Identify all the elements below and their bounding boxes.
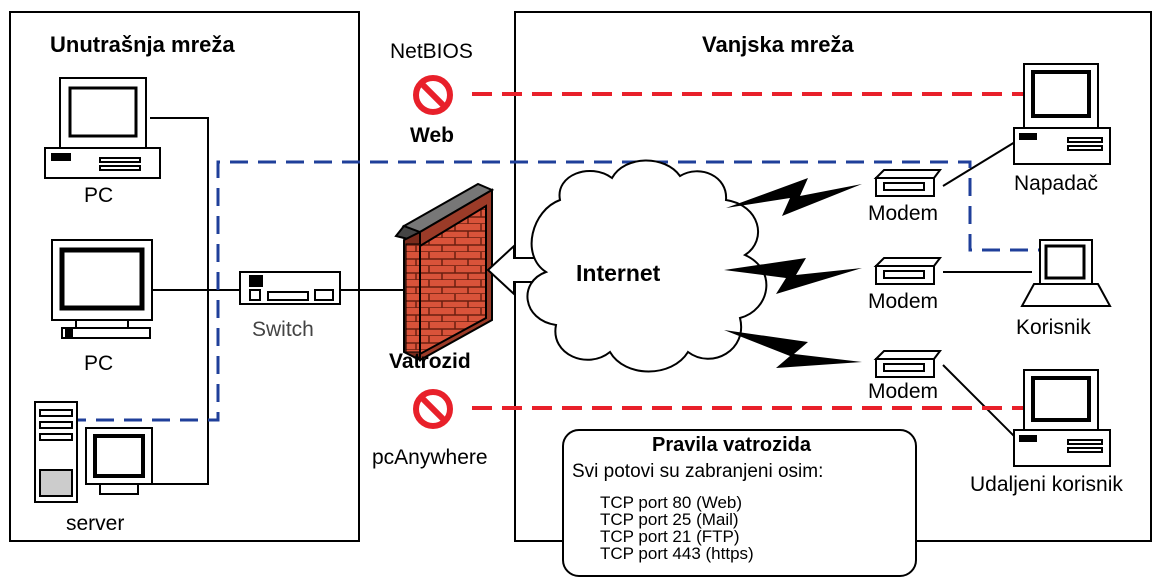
rules-box [562,429,917,577]
external-network-title: Vanjska mreža [702,32,854,57]
firewall-label: Vatrozid [389,350,471,373]
rule-port-item: TCP port 21 (FTP) [600,527,740,546]
remote-user-pc-icon [1013,369,1111,467]
rules-subtitle: Svi potovi su zabranjeni osim: [572,461,824,482]
internet-cloud-icon [526,159,768,373]
rule-port-item: TCP port 80 (Web) [600,493,743,512]
lightning-icon-3 [724,330,862,368]
attacker-pc-icon [1013,63,1111,165]
rule-port-item: TCP port 443 (https) [600,544,754,563]
netbios-label: NetBIOS [390,40,473,63]
pc-icon-1 [44,77,161,179]
switch-label: Switch [252,318,314,341]
modem1-label: Modem [868,202,939,225]
internal-network-title: Unutrašnja mreža [50,32,235,57]
user-label: Korisnik [1016,316,1091,339]
pc2-label: PC [84,352,114,375]
no-entry-icon-bottom [413,389,453,429]
blocked-connections [472,92,1032,410]
pcanywhere-label: pcAnywhere [372,446,488,469]
remote-user-label: Udaljeni korisnik [970,473,1123,496]
allowed-web-connection [68,160,1040,422]
internet-label: Internet [576,260,661,286]
laptop-icon [1020,239,1112,307]
lightning-icon-2 [724,258,862,294]
modem-icon-2 [873,257,942,285]
rules-title: Pravila vatrozida [652,434,811,456]
switch-icon [239,271,341,305]
server-label: server [66,512,125,535]
pc-icon-2 [51,239,153,339]
modem2-label: Modem [868,290,939,313]
lightning-icon-1 [726,178,862,216]
attacker-label: Napadač [1014,172,1099,195]
modem3-label: Modem [868,380,939,403]
server-icon [34,401,153,503]
firewall-icon [394,182,495,362]
lightning-bolts [724,178,862,368]
internal-wiring [140,117,405,485]
no-entry-icon-top [413,75,453,115]
external-wiring [942,141,1032,441]
pc1-label: PC [84,184,114,207]
modem-icon-3 [873,350,942,378]
web-blocked-label: Web [410,124,454,147]
modem-icon-1 [873,169,942,197]
rule-port-item: TCP port 25 (Mail) [600,510,739,529]
internal-network-zone [9,11,360,542]
